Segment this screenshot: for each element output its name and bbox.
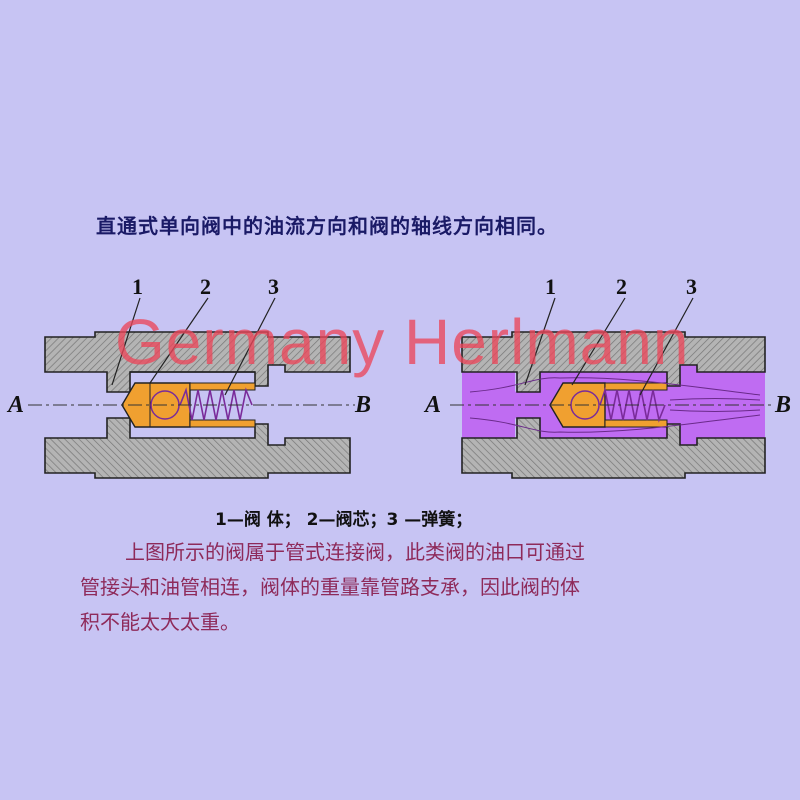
page-title: 直通式单向阀中的油流方向和阀的轴线方向相同。 [96, 214, 558, 238]
right-label-3: 3 [686, 274, 697, 299]
right-leader-2 [571, 297, 626, 386]
right-valve-diagram: 1 2 3 A B [423, 274, 791, 479]
left-spring [179, 387, 253, 421]
paragraph-line-1: 上图所示的阀属于管式连接阀，此类阀的油口可通过 [125, 540, 585, 564]
description-paragraph: 上图所示的阀属于管式连接阀，此类阀的油口可通过 管接头和油管相连，阀体的重量靠管… [80, 535, 770, 640]
left-leader-2 [149, 297, 209, 384]
left-leader-3 [224, 297, 276, 396]
paragraph-line-3: 积不能太大太重。 [80, 610, 240, 634]
left-port-a-label: A [6, 392, 24, 418]
left-valve-diagram: 1 2 3 A B [6, 274, 371, 479]
left-leader-1 [111, 297, 141, 386]
left-label-3: 3 [268, 274, 279, 299]
right-port-a-label: A [423, 392, 441, 418]
right-label-1: 1 [545, 274, 556, 299]
left-label-1: 1 [132, 274, 143, 299]
right-leader-3 [639, 297, 694, 396]
right-port-b-label: B [774, 392, 791, 418]
left-label-2: 2 [200, 274, 211, 299]
right-leader-1 [524, 297, 556, 386]
right-flow-lines [469, 377, 761, 433]
left-port-b-label: B [354, 392, 371, 418]
left-valve-body [44, 331, 351, 479]
paragraph-line-2: 管接头和油管相连，阀体的重量靠管路支承，因此阀的体 [80, 575, 580, 599]
watermark-text: Germany Herlmann [115, 306, 690, 378]
right-label-2: 2 [616, 274, 627, 299]
parts-legend-caption: 1—阀 体； 2—阀芯；3 —弹簧； [215, 510, 473, 530]
